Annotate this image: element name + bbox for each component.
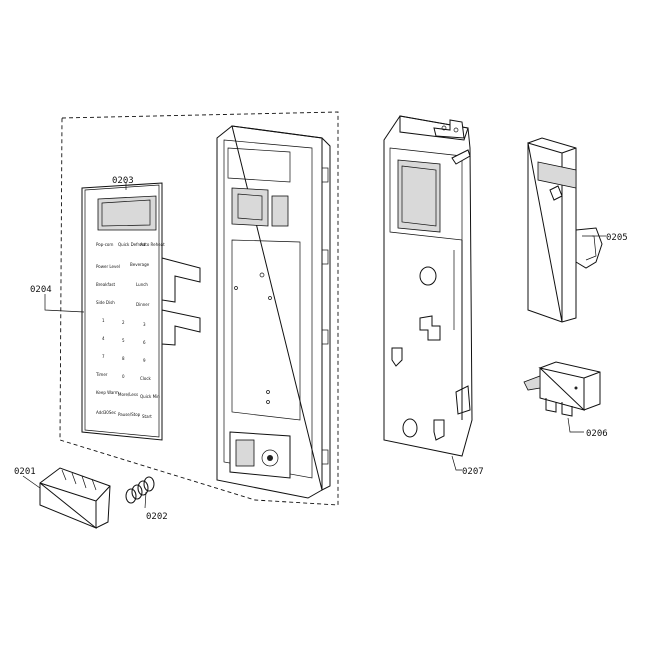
leader-0201 bbox=[22, 475, 41, 489]
key-beverage: Beverage bbox=[130, 262, 150, 267]
key-popcorn: Pop-corn bbox=[96, 242, 114, 247]
key-power-level: Power Level bbox=[96, 264, 120, 269]
release-button-boss bbox=[261, 449, 279, 467]
micro-switch bbox=[523, 361, 601, 417]
key-pause-stop: Pause/Stop bbox=[118, 412, 141, 417]
latch-board bbox=[527, 137, 603, 323]
spring bbox=[125, 476, 155, 504]
mounting-bracket bbox=[383, 115, 473, 457]
key-auto-reheat: Auto Reheat bbox=[140, 242, 165, 247]
part-label-0206: 0206 bbox=[586, 429, 608, 439]
key-2: 2 bbox=[122, 320, 125, 325]
leader-0202 bbox=[144, 491, 147, 509]
key-1: 1 bbox=[102, 318, 105, 323]
display-opening bbox=[231, 187, 269, 227]
part-label-0202: 0202 bbox=[146, 512, 168, 522]
part-label-0201: 0201 bbox=[14, 467, 36, 477]
ribbon-connector-upper bbox=[161, 257, 201, 303]
part-label-0205: 0205 bbox=[606, 233, 628, 243]
part-label-0207: 0207 bbox=[462, 467, 484, 477]
key-4: 4 bbox=[102, 336, 105, 341]
assembly-boundary-dashed bbox=[59, 111, 339, 506]
key-start: Start bbox=[142, 414, 152, 419]
part-label-0203: 0203 bbox=[112, 176, 134, 186]
bracket-hole-lower bbox=[402, 418, 418, 438]
key-9: 9 bbox=[143, 358, 146, 363]
keypad-keys: Pop-corn Quick Defrost Auto Reheat Power… bbox=[95, 242, 165, 419]
leader-0204 bbox=[44, 294, 85, 313]
key-side-dish: Side Dish bbox=[96, 300, 115, 305]
leader-0207 bbox=[451, 455, 462, 471]
latch-block bbox=[537, 161, 577, 189]
control-panel-frame bbox=[216, 125, 331, 499]
door-release-button bbox=[39, 467, 111, 530]
bracket-hole-upper bbox=[419, 266, 437, 286]
key-add30sec: Add30Sec bbox=[96, 410, 116, 415]
keypad-membrane: Pop-corn Quick Defrost Auto Reheat Power… bbox=[81, 182, 201, 441]
key-7: 7 bbox=[102, 354, 105, 359]
key-more-less: More/Less bbox=[118, 392, 138, 397]
key-0: 0 bbox=[122, 374, 125, 379]
part-label-0204: 0204 bbox=[30, 285, 52, 295]
key-timer: Timer bbox=[95, 372, 108, 377]
key-clock: Clock bbox=[140, 376, 152, 381]
key-6: 6 bbox=[143, 340, 146, 345]
key-5: 5 bbox=[122, 338, 125, 343]
key-quick-defrost: Quick Defrost bbox=[118, 242, 146, 247]
ribbon-connector-lower bbox=[161, 309, 201, 346]
key-quick-min: Quick Min bbox=[140, 394, 160, 399]
key-3: 3 bbox=[143, 322, 146, 327]
key-breakfast: Breakfast bbox=[96, 282, 115, 287]
display-window bbox=[97, 195, 157, 231]
leader-0206 bbox=[567, 417, 584, 433]
key-lunch: Lunch bbox=[136, 282, 148, 287]
key-8: 8 bbox=[122, 356, 125, 361]
key-keep-warm: Keep Warm bbox=[96, 390, 119, 395]
key-dinner: Dinner bbox=[136, 302, 150, 307]
